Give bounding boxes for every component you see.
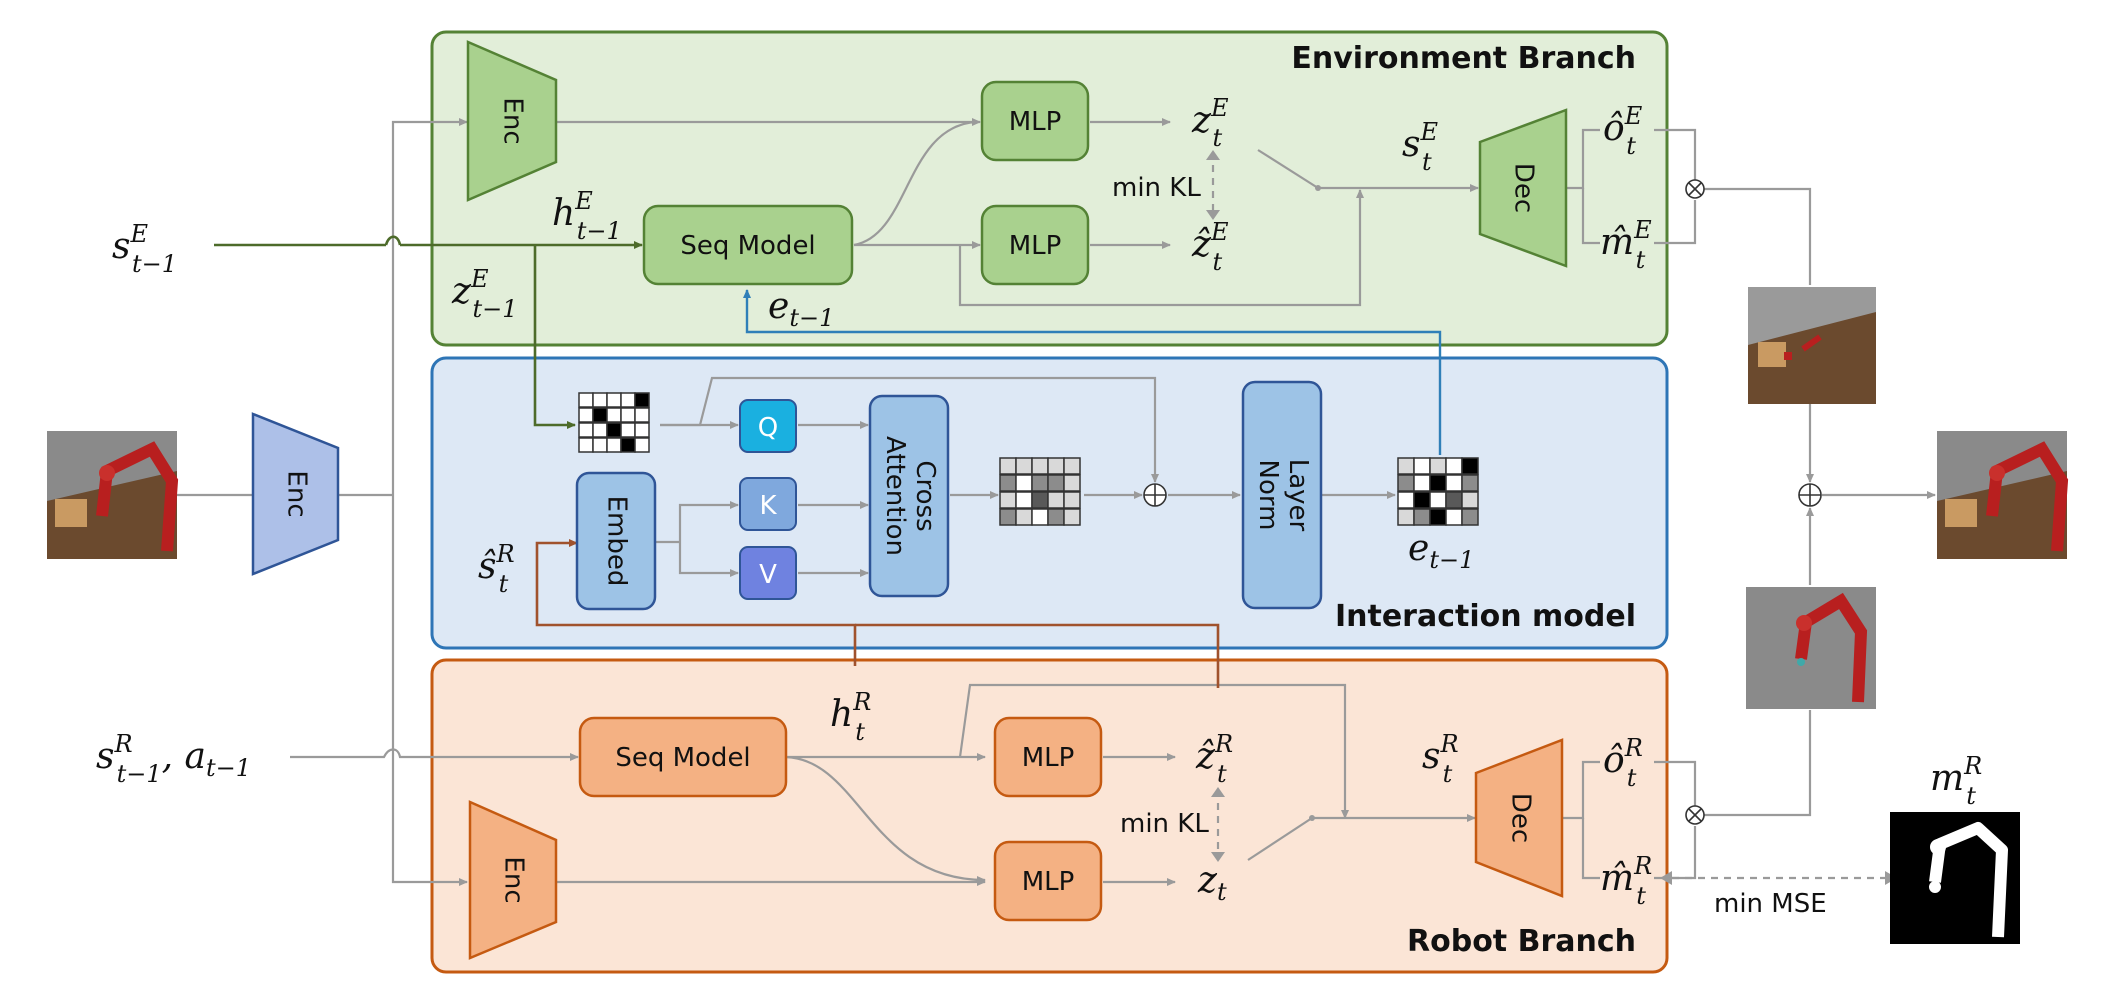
svg-text:Seq Model: Seq Model — [680, 231, 815, 261]
e-t1-env-label: et−1 — [768, 286, 834, 332]
env-min-kl-label: min KL — [1112, 173, 1201, 203]
svg-text:Enc: Enc — [499, 856, 529, 903]
robot-min-kl-label: min KL — [1120, 809, 1209, 839]
embed-block: Embed — [575, 471, 657, 611]
shared-encoder: Enc — [251, 412, 340, 576]
output-oplus-operator — [1798, 483, 1822, 507]
svg-text:MLP: MLP — [1022, 743, 1075, 773]
cross-attention-block: Cross Attention — [868, 394, 950, 598]
svg-text:Attention: Attention — [880, 436, 910, 556]
env-seq-model: Seq Model — [642, 204, 854, 286]
svg-text:Cross: Cross — [910, 460, 940, 531]
svg-text:Dec: Dec — [1509, 163, 1539, 213]
env-decoder: Dec — [1478, 108, 1568, 268]
interaction-output-grid — [1397, 457, 1479, 526]
input-token-grid — [578, 392, 650, 453]
env-encoder: Enc — [466, 40, 558, 202]
v-block: V — [739, 546, 797, 600]
q-block: Q — [739, 399, 797, 453]
interaction-model-title: Interaction model — [1335, 599, 1636, 634]
svg-text:Enc: Enc — [498, 97, 528, 144]
interaction-oplus-operator — [1143, 483, 1167, 507]
svg-text:MLP: MLP — [1009, 107, 1062, 137]
final-output-image — [1937, 431, 2069, 559]
z-t-label: zt — [1197, 860, 1227, 906]
svg-text:Dec: Dec — [1506, 793, 1536, 843]
robot-otimes-operator — [1685, 805, 1705, 825]
svg-text:K: K — [759, 491, 777, 521]
env-mlp-bottom: MLP — [980, 204, 1090, 286]
robot-encoder: Enc — [468, 800, 558, 960]
robot-reconstruction-image — [1746, 587, 1876, 709]
layer-norm-block: Layer Norm — [1241, 380, 1323, 610]
svg-text:Norm: Norm — [1253, 460, 1283, 531]
env-reconstruction-image — [1748, 287, 1876, 404]
svg-text:Seq Model: Seq Model — [615, 743, 750, 773]
svg-text:MLP: MLP — [1009, 231, 1062, 261]
svg-text:Enc: Enc — [282, 470, 312, 517]
environment-branch-title: Environment Branch — [1291, 41, 1636, 76]
svg-text:Q: Q — [758, 413, 778, 443]
robot-mask-image — [1890, 812, 2020, 944]
input-observation-image — [47, 431, 179, 559]
robot-mlp-bottom: MLP — [993, 840, 1103, 922]
robot-branch-title: Robot Branch — [1407, 924, 1636, 959]
robot-seq-model: Seq Model — [578, 716, 788, 798]
env-mlp-top: MLP — [980, 80, 1090, 162]
svg-text:MLP: MLP — [1022, 867, 1075, 897]
robot-mlp-top: MLP — [993, 716, 1103, 798]
e-t1-interaction-label: et−1 — [1408, 528, 1474, 574]
k-block: K — [739, 477, 797, 531]
svg-text:Embed: Embed — [602, 496, 632, 587]
min-mse-label: min MSE — [1714, 889, 1827, 919]
svg-text:V: V — [759, 560, 777, 590]
attention-output-grid — [999, 457, 1081, 526]
robot-decoder: Dec — [1474, 738, 1564, 898]
env-otimes-operator — [1685, 179, 1705, 199]
svg-text:Layer: Layer — [1283, 459, 1313, 532]
